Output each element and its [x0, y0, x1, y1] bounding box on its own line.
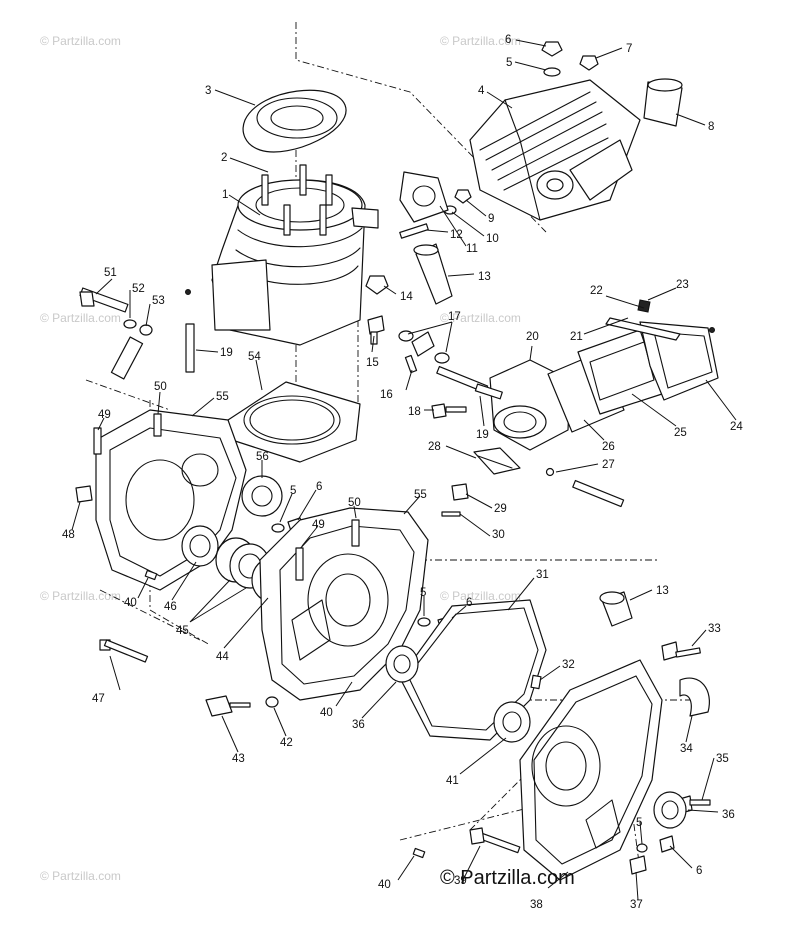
- callout-6c: 6: [466, 597, 472, 609]
- callout-49b: 49: [312, 519, 325, 531]
- watermark-text: © Partzilla.com: [440, 311, 521, 325]
- callout-40: 40: [124, 597, 137, 609]
- watermark-text: © Partzilla.com: [40, 34, 121, 48]
- callout-18: 18: [408, 406, 421, 418]
- callout-1: 1: [222, 189, 228, 201]
- crank-seals: [385, 645, 531, 743]
- drain-plug: [205, 695, 279, 717]
- callout-5b: 5: [290, 485, 296, 497]
- watermark-text: © Partzilla.com: [40, 311, 121, 325]
- callout-labels: 1 2 3 4 5 6 7 8 9 10 11 12 13 14 15 16 1…: [62, 34, 743, 911]
- callout-3: 3: [205, 85, 211, 97]
- callout-36: 36: [352, 719, 365, 731]
- callout-35: 35: [716, 753, 729, 765]
- callout-38: 38: [530, 899, 543, 911]
- callout-39: 39: [454, 875, 467, 887]
- watermark-text: © Partzilla.com: [40, 869, 121, 883]
- callout-17: 17: [448, 311, 461, 323]
- callout-25: 25: [674, 427, 687, 439]
- callout-48: 48: [62, 529, 75, 541]
- cylinder: [211, 164, 379, 346]
- callout-56: 56: [256, 451, 269, 463]
- left-bolts: [79, 287, 195, 380]
- exhaust-parts: [365, 171, 453, 305]
- callout-14: 14: [400, 291, 413, 303]
- callout-55: 55: [216, 391, 229, 403]
- callout-52: 52: [132, 283, 145, 295]
- reed-valve-assembly: [489, 299, 719, 451]
- brand-watermark: © Partzilla.com: [440, 867, 575, 889]
- callout-21: 21: [570, 331, 583, 343]
- intake-boot: [643, 78, 683, 127]
- callout-40c: 40: [378, 879, 391, 891]
- callout-5c: 5: [420, 587, 426, 599]
- callout-22: 22: [590, 285, 603, 297]
- small-hardware: [431, 365, 625, 517]
- callout-4: 4: [478, 85, 485, 97]
- callout-29: 29: [494, 503, 507, 515]
- callout-6d: 6: [696, 865, 702, 877]
- callout-16: 16: [380, 389, 393, 401]
- callout-11: 11: [466, 243, 478, 255]
- callout-13b: 13: [656, 585, 669, 597]
- callout-24: 24: [730, 421, 743, 433]
- callout-41: 41: [446, 775, 459, 787]
- callout-50b: 50: [348, 497, 361, 509]
- callout-5d: 5: [636, 817, 642, 829]
- callout-42: 42: [280, 737, 293, 749]
- watermark-text: © Partzilla.com: [440, 34, 521, 48]
- callout-6: 6: [505, 34, 511, 46]
- crankcase-right-cover: [519, 659, 663, 881]
- crankcase-center: [259, 507, 429, 701]
- callout-7: 7: [626, 43, 632, 55]
- callout-44: 44: [216, 651, 229, 663]
- callout-19b: 19: [220, 347, 233, 359]
- callout-46: 46: [164, 601, 177, 613]
- callout-27: 27: [602, 459, 615, 471]
- fittings: [367, 315, 450, 374]
- head-fasteners: [443, 41, 599, 215]
- callout-40b: 40: [320, 707, 333, 719]
- callout-31: 31: [536, 569, 549, 581]
- callout-50: 50: [154, 381, 167, 393]
- callout-54: 54: [248, 351, 261, 363]
- callout-36b: 36: [722, 809, 735, 821]
- callout-43: 43: [232, 753, 245, 765]
- cylinder-head: [469, 79, 641, 221]
- callout-10: 10: [486, 233, 499, 245]
- callout-34: 34: [680, 743, 693, 755]
- callout-55b: 55: [414, 489, 427, 501]
- watermark-text: © Partzilla.com: [440, 589, 521, 603]
- callout-12: 12: [450, 229, 463, 241]
- callout-23: 23: [676, 279, 689, 291]
- right-cover-hardware: [469, 591, 711, 875]
- base-gasket: [227, 381, 361, 463]
- callout-2: 2: [221, 152, 227, 164]
- callout-47: 47: [92, 693, 105, 705]
- callout-26: 26: [602, 441, 615, 453]
- callout-37: 37: [630, 899, 643, 911]
- callout-53: 53: [152, 295, 165, 307]
- callout-30: 30: [492, 529, 505, 541]
- callout-45: 45: [176, 625, 189, 637]
- head-gasket: [242, 89, 347, 153]
- callout-15: 15: [366, 357, 379, 369]
- watermarks: © Partzilla.com © Partzilla.com © Partzi…: [40, 34, 521, 883]
- callout-13: 13: [478, 271, 491, 283]
- callout-5: 5: [506, 57, 512, 69]
- callout-28: 28: [428, 441, 441, 453]
- callout-19: 19: [476, 429, 489, 441]
- callout-9: 9: [488, 213, 494, 225]
- callout-32: 32: [562, 659, 575, 671]
- callout-20: 20: [526, 331, 539, 343]
- leader-lines: [71, 39, 737, 901]
- callout-6b: 6: [316, 481, 322, 493]
- callout-8: 8: [708, 121, 714, 133]
- watermark-text: © Partzilla.com: [40, 589, 121, 603]
- callout-33: 33: [708, 623, 721, 635]
- callout-49: 49: [98, 409, 111, 421]
- callout-51: 51: [104, 267, 117, 279]
